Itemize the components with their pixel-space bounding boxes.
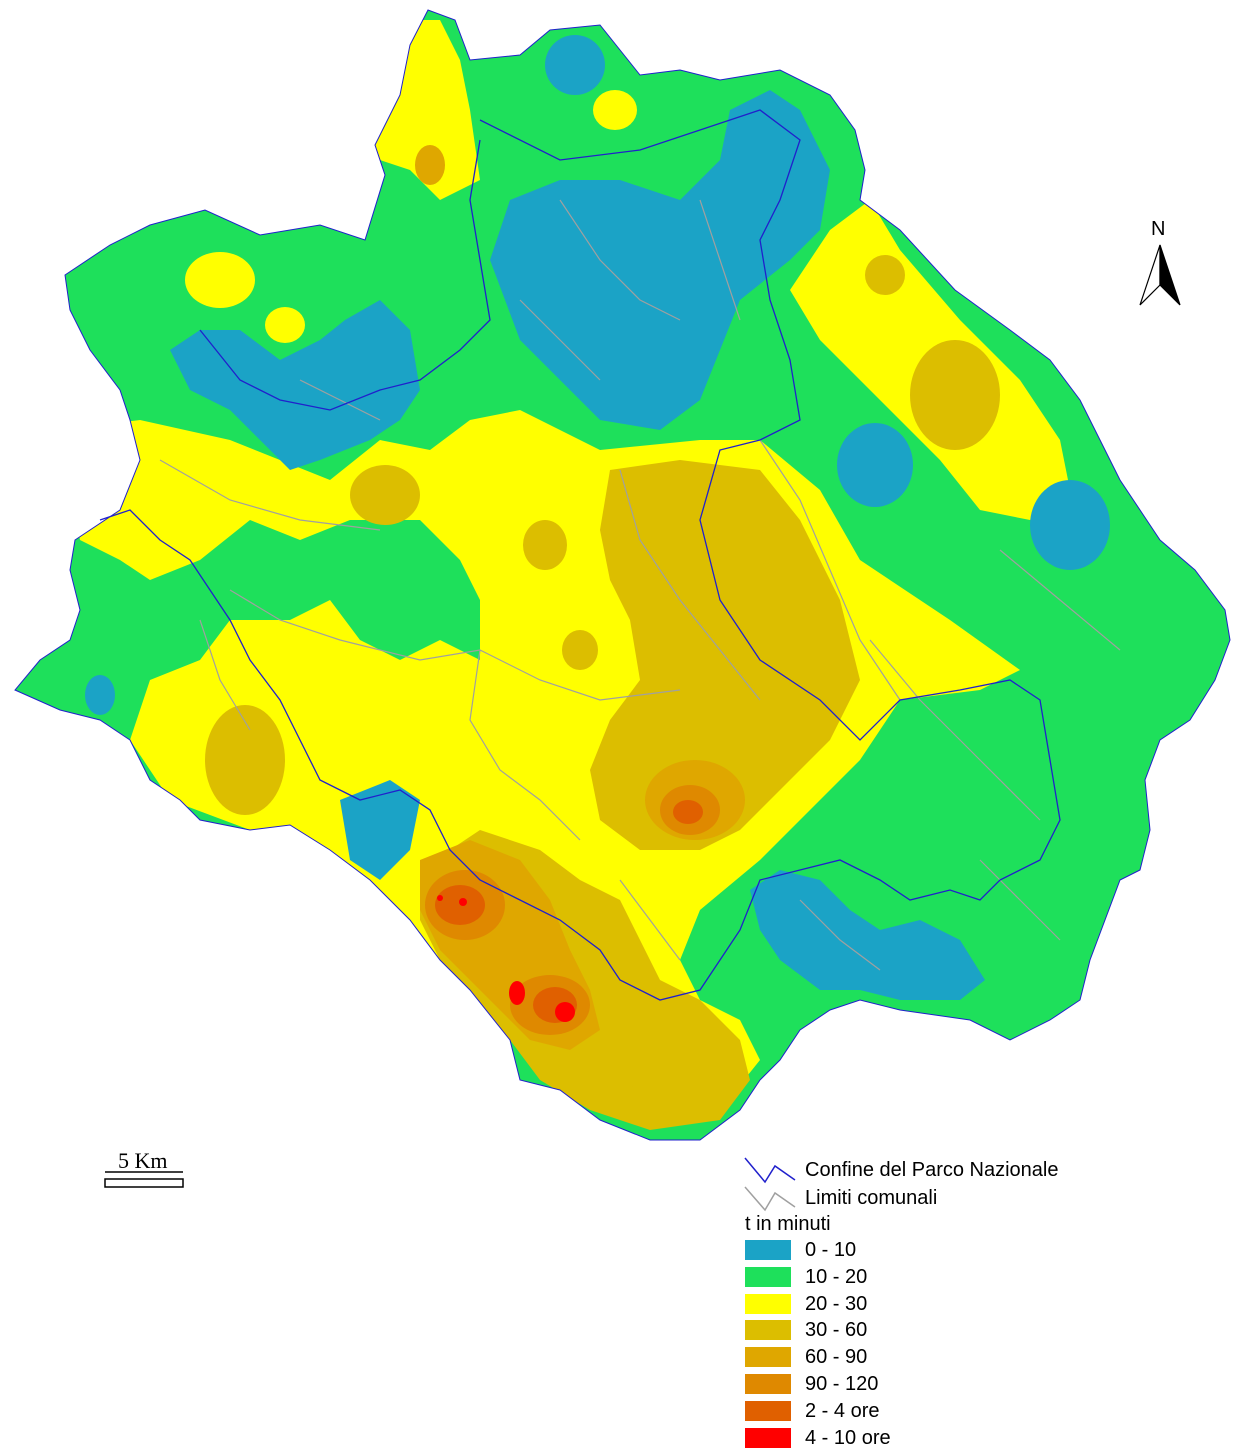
travel-time-zones	[60, 20, 1121, 1130]
legend-title: t in minuti	[745, 1213, 831, 1235]
legend-label-0: 0 - 10	[805, 1239, 857, 1261]
scale-bar-label: 5 Km	[118, 1148, 168, 1173]
zone-30-60-central	[590, 460, 860, 850]
zone-4-10-d	[437, 895, 443, 901]
zone-0-10-west	[170, 300, 420, 470]
zone-0-10-southeast	[750, 870, 985, 1000]
legend-label-3: 30 - 60	[805, 1319, 868, 1341]
zone-2-4-south-a	[435, 885, 485, 925]
zone-0-10-top	[545, 35, 605, 95]
zone-2-4-central	[673, 800, 703, 824]
zone-30-60-small-c	[605, 1080, 635, 1110]
north-arrow-icon	[1139, 244, 1181, 306]
zone-30-60-east	[910, 340, 1000, 450]
legend-label-5: 90 - 120	[805, 1373, 879, 1395]
zone-30-60-southwest	[205, 705, 285, 815]
zone-30-60-mid	[350, 465, 420, 525]
zone-60-90-north	[415, 145, 445, 185]
legend-swatch-0	[745, 1240, 791, 1260]
zone-0-10-ne	[837, 423, 913, 507]
legend-label-6: 2 - 4 ore	[805, 1400, 880, 1422]
legend-label-1: 10 - 20	[805, 1266, 868, 1288]
zone-20-30-blob-c	[593, 90, 637, 130]
zone-0-10-south	[340, 780, 420, 880]
zone-4-10-c	[459, 898, 467, 906]
legend-municipal-boundary-label: Limiti comunali	[805, 1187, 938, 1209]
north-label: N	[1151, 218, 1166, 240]
legend-swatch-5	[745, 1374, 791, 1394]
zone-20-30-blob-b	[265, 307, 305, 343]
zone-4-10-b	[509, 981, 525, 1005]
legend-swatch-1	[745, 1267, 791, 1287]
legend-label-4: 60 - 90	[805, 1346, 868, 1368]
scale-bar	[104, 1171, 184, 1188]
park-boundary-inner	[199, 139, 491, 411]
park-boundary	[99, 109, 1061, 1001]
zone-0-10-coast	[85, 675, 115, 715]
legend-label-7: 4 - 10 ore	[805, 1427, 891, 1449]
zone-4-10-a	[555, 1002, 575, 1022]
legend-label-2: 20 - 30	[805, 1293, 868, 1315]
legend-park-boundary-symbol	[744, 1157, 796, 1184]
legend-swatch-2	[745, 1294, 791, 1314]
legend-municipal-boundary-symbol	[744, 1186, 796, 1212]
zone-30-60-small-d	[865, 255, 905, 295]
zone-20-30-blob-a	[185, 252, 255, 308]
zone-0-10-north	[490, 90, 830, 430]
legend-swatch-7	[745, 1428, 791, 1448]
zone-30-60-small-a	[523, 520, 567, 570]
legend-park-boundary-label: Confine del Parco Nazionale	[805, 1159, 1059, 1181]
zone-30-60-small-b	[562, 630, 598, 670]
legend-swatch-6	[745, 1401, 791, 1421]
legend-swatch-3	[745, 1320, 791, 1340]
legend-swatch-4	[745, 1347, 791, 1367]
zone-0-10-east	[1030, 480, 1110, 570]
municipal-boundaries	[159, 199, 1121, 971]
